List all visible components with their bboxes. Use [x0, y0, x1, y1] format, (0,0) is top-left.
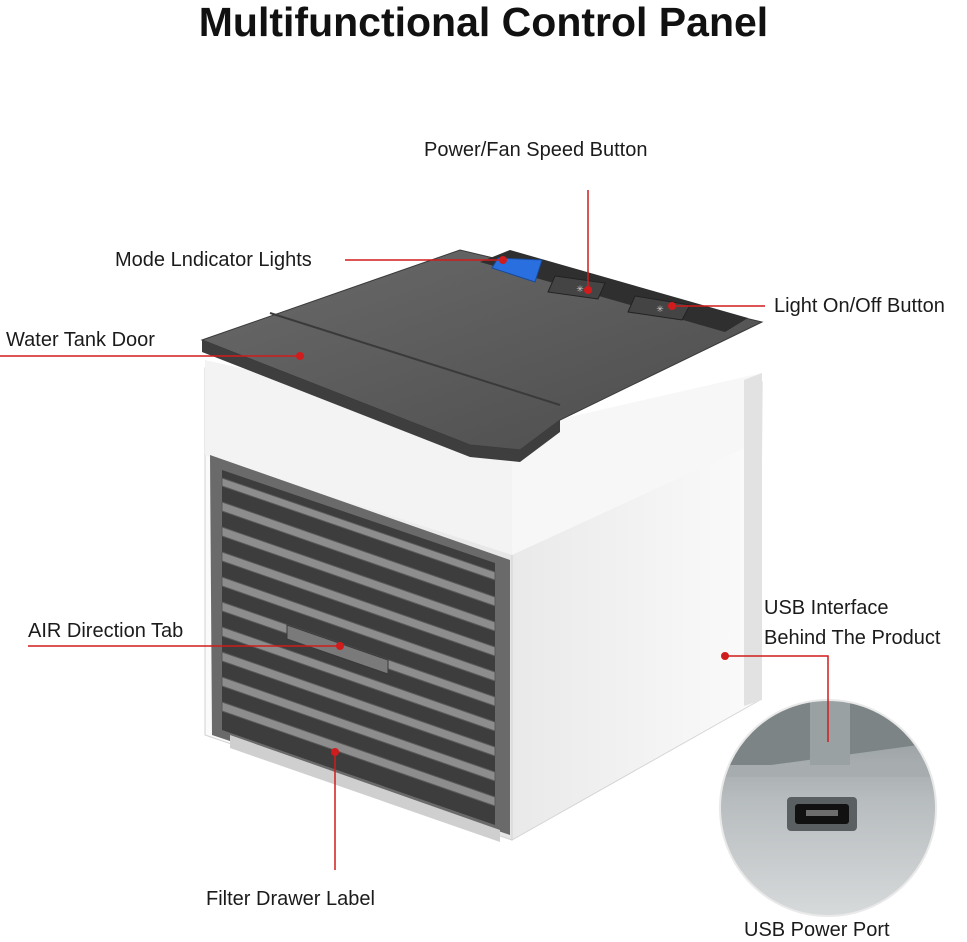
leader-lines: [0, 190, 829, 870]
usb-interface-label-1: USB Interface: [764, 597, 889, 619]
usb-power-port-label: USB Power Port: [744, 919, 890, 941]
water-tank-door-label: Water Tank Door: [6, 329, 155, 351]
svg-text:✳: ✳: [576, 285, 584, 295]
usb-interface-label-2: Behind The Product: [764, 627, 941, 649]
air-direction-label: AIR Direction Tab: [28, 620, 184, 642]
lid: ✳ ✳: [200, 249, 764, 462]
power-fan-speed-label: Power/Fan Speed Button: [424, 139, 648, 161]
mode-indicator-label: Mode Lndicator Lights: [115, 249, 312, 271]
usb-port-inset: [719, 699, 937, 917]
vent-grille: [210, 455, 510, 842]
svg-text:✳: ✳: [656, 305, 664, 315]
leader-dots: [296, 256, 729, 756]
page-title: Multifunctional Control Panel: [198, 0, 769, 45]
filter-drawer-label: Filter Drawer Label: [206, 888, 375, 910]
light-onoff-label: Light On/Off Button: [774, 295, 945, 317]
